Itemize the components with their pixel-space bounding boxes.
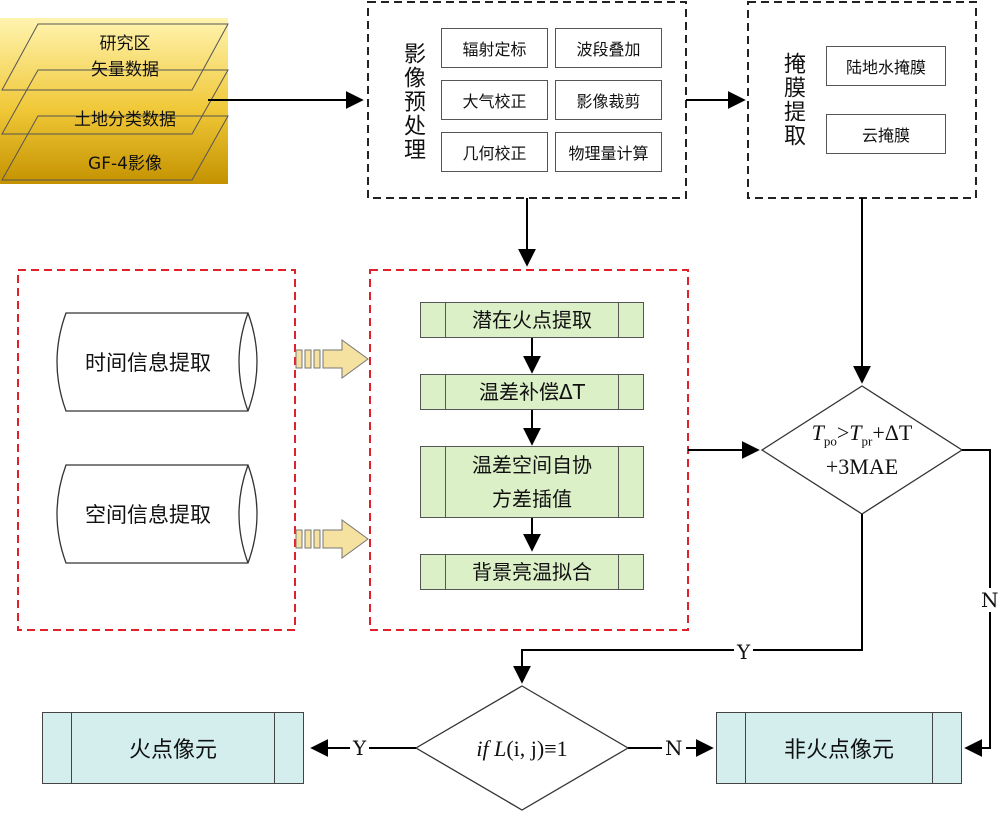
layer-study-area-label: 研究区 矢量数据 (40, 30, 210, 84)
d1-T2: T (849, 419, 862, 445)
d1-line2: +3MAE (825, 454, 899, 480)
block-arrow-spatial (295, 519, 369, 559)
d1-T1: T (811, 419, 824, 445)
step-background-fit-label: 背景亮温拟合 (472, 560, 592, 584)
preprocess-item-band-stack: 波段叠加 (555, 28, 662, 68)
preprocess-item-radiometric: 辐射定标 (441, 28, 548, 68)
decision-threshold-text: Tpo>Tpr+ΔT +3MAE (782, 420, 942, 480)
edge-label-y1: Y (734, 640, 754, 664)
step-covariance-interpolation: 温差空间自协 方差插值 (420, 446, 644, 518)
step-temp-compensation-label: 温差补偿ΔT (479, 380, 585, 404)
spatial-cylinder (56, 464, 258, 564)
spatial-info-label: 空间信息提取 (85, 503, 211, 527)
d1-sub-po: po (823, 433, 837, 449)
d2-cond: ≡1 (544, 736, 568, 761)
layer-landcover-label: 土地分类数据 (74, 109, 176, 130)
d1-plus-delta: +ΔT (872, 419, 913, 445)
edge-label-n2: N (662, 736, 686, 760)
mask-title: 掩膜提取 (780, 52, 805, 148)
result-fire-pixel: 火点像元 (42, 712, 304, 784)
block-arrow-temporal (295, 339, 369, 379)
d2-L: L (494, 736, 507, 761)
layer-gf4-label: GF-4影像 (88, 153, 162, 174)
result-fire-label: 火点像元 (128, 738, 217, 763)
preprocess-title: 影像预处理 (400, 42, 425, 162)
d2-if: if (476, 736, 489, 761)
decision-label-text: if L(i, j)≡1 (430, 734, 614, 764)
edge-decision1-yes (513, 514, 863, 684)
result-nonfire-label: 非火点像元 (783, 738, 894, 763)
step-potential-fire: 潜在火点提取 (420, 302, 644, 338)
preprocess-item-atmospheric: 大气校正 (441, 80, 548, 120)
preprocess-item-clip: 影像裁剪 (555, 80, 662, 120)
d1-gt: > (836, 419, 850, 445)
d2-args: (i, j) (506, 736, 545, 761)
decision-label-shape (414, 685, 630, 811)
preprocess-item-geometric: 几何校正 (441, 132, 548, 172)
d1-sub-pr: pr (861, 433, 873, 449)
step-temp-compensation: 温差补偿ΔT (420, 374, 644, 410)
edge-label-y2: Y (350, 736, 370, 760)
input-layers-graphic (0, 18, 229, 184)
mask-item-water: 陆地水掩膜 (826, 46, 946, 86)
temporal-cylinder (56, 312, 258, 412)
mask-item-cloud: 云掩膜 (826, 114, 946, 154)
layer-study-area-line1: 研究区 (99, 34, 151, 54)
result-nonfire-pixel: 非火点像元 (716, 712, 962, 784)
temporal-info-label: 时间信息提取 (85, 351, 211, 375)
info-frame (17, 269, 296, 631)
layer-study-area-line2: 矢量数据 (91, 60, 159, 80)
preprocess-item-physical: 物理量计算 (555, 132, 662, 172)
step-covariance-line2: 方差插值 (492, 487, 572, 511)
edge-label-n1: N (978, 588, 1000, 612)
step-potential-fire-label: 潜在火点提取 (472, 308, 592, 332)
step-background-fit: 背景亮温拟合 (420, 554, 644, 590)
step-covariance-line1: 温差空间自协 (472, 453, 592, 477)
